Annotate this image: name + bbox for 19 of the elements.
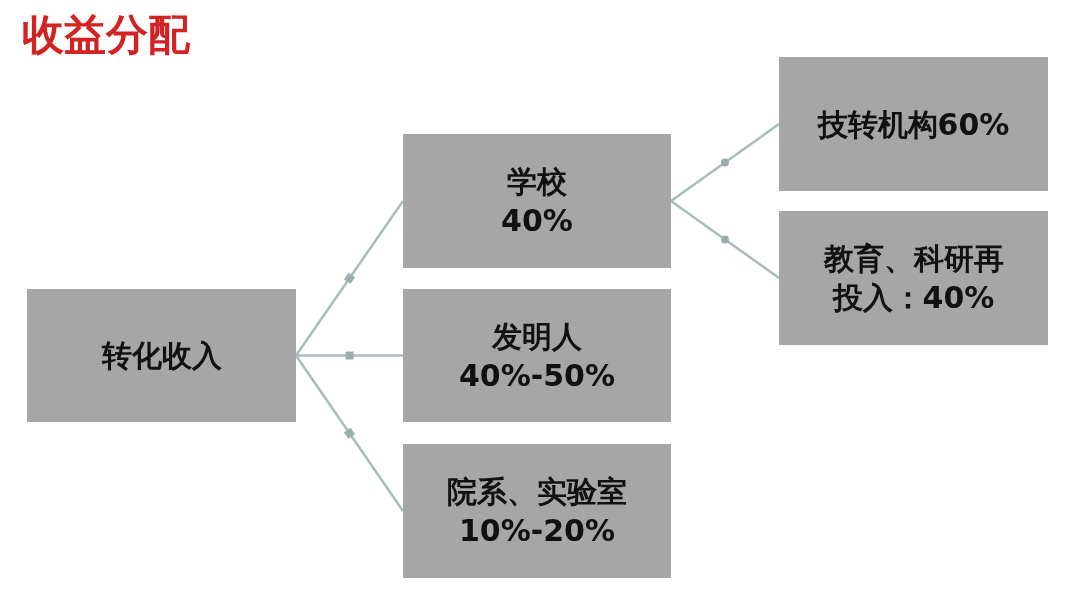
connector-line <box>670 200 780 279</box>
box-label: 学校 <box>507 163 567 201</box>
connector-line <box>296 351 403 360</box>
box-label: 技转机构60% <box>817 105 1010 144</box>
box-label: 院系、实验室 <box>447 473 627 511</box>
slide-title: 收益分配 <box>22 9 190 61</box>
process-box <box>27 289 296 422</box>
box-label: 40% <box>501 202 573 240</box>
process-box <box>779 211 1048 345</box>
process-box <box>403 134 671 268</box>
process-box <box>779 57 1048 191</box>
box-label: 40%-50% <box>458 356 616 395</box>
box-label: 教育、科研再投入：40% <box>822 240 1005 317</box>
process-box <box>403 289 671 422</box>
box-label: 10%-20% <box>458 512 616 550</box>
box-label: 发明人 <box>492 317 582 356</box>
connector-line <box>670 123 780 202</box>
process-box <box>403 444 671 578</box>
box-label: 转化收入 <box>101 337 222 375</box>
